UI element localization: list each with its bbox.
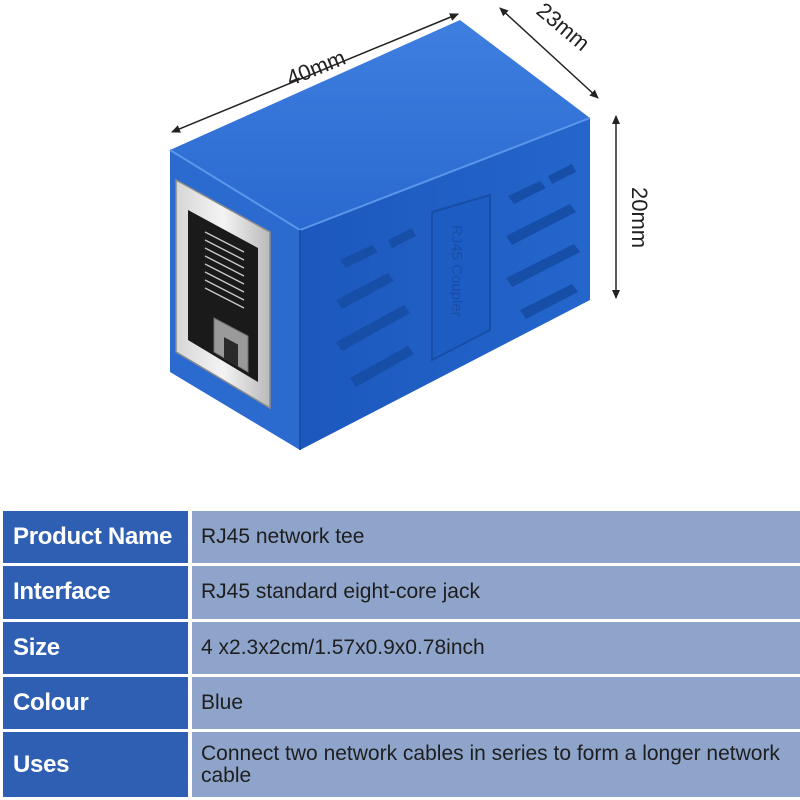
dimension-arrow-width bbox=[499, 7, 599, 99]
dimension-width-label: 23mm bbox=[532, 0, 595, 56]
spec-table: Product Name RJ45 network tee Interface … bbox=[3, 508, 800, 800]
table-row: Interface RJ45 standard eight-core jack bbox=[3, 566, 800, 619]
table-row: Colour Blue bbox=[3, 676, 800, 730]
dimension-height-label: 20mm bbox=[627, 187, 652, 248]
spec-value: RJ45 standard eight-core jack bbox=[192, 566, 800, 619]
spec-key: Colour bbox=[3, 676, 188, 730]
spec-key: Product Name bbox=[3, 511, 188, 564]
spec-value: RJ45 network tee bbox=[192, 511, 800, 564]
rj45-coupler-body: RJ45 Coupler bbox=[169, 20, 591, 450]
spec-value: 4 x2.3x2cm/1.57x0.9x0.78inch bbox=[192, 621, 800, 674]
spec-key: Interface bbox=[3, 566, 188, 619]
dimension-arrow-length bbox=[171, 13, 459, 133]
table-row: Uses Connect two network cables in serie… bbox=[3, 732, 800, 797]
spec-value: Blue bbox=[192, 676, 800, 730]
product-illustration: 40mm 23mm 20mm RJ45 Coupler bbox=[169, 0, 652, 450]
spec-key: Uses bbox=[3, 732, 188, 797]
spec-key: Size bbox=[3, 621, 188, 674]
spec-value: Connect two network cables in series to … bbox=[192, 732, 800, 797]
table-row: Product Name RJ45 network tee bbox=[3, 511, 800, 564]
table-row: Size 4 x2.3x2cm/1.57x0.9x0.78inch bbox=[3, 621, 800, 674]
coupler-embossed-label: RJ45 Coupler bbox=[448, 225, 465, 317]
